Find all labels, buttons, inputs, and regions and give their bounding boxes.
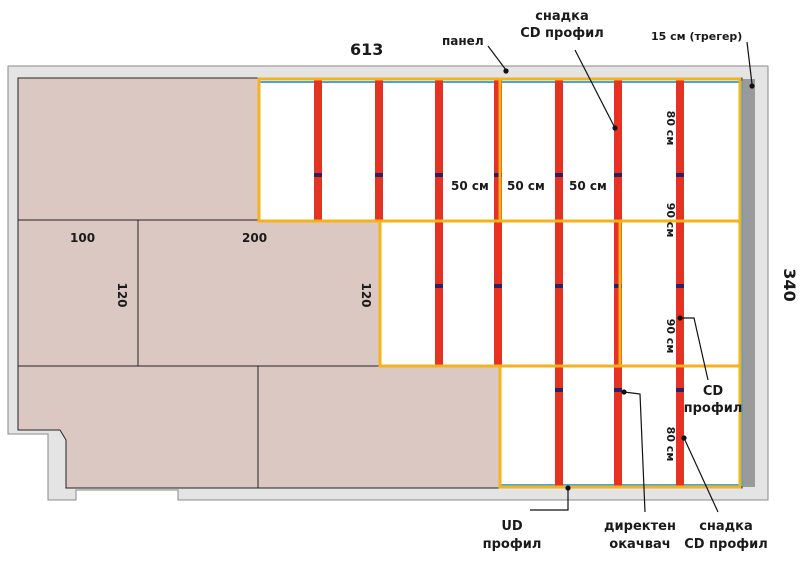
- callout-snap-cd-top-line2: CD профил: [520, 26, 604, 41]
- spacing-label-vertical: 90 см: [664, 203, 677, 238]
- callout-snap-cd-bottom-line1: снадка: [699, 519, 753, 534]
- cd-profile-bar: [614, 80, 622, 486]
- leader-cd-profile: [680, 317, 709, 381]
- hanger-mark: [555, 173, 563, 177]
- callout-cd-line2: профил: [684, 401, 743, 416]
- board-label-200: 200: [242, 231, 267, 245]
- cd-profile-bar: [555, 80, 563, 486]
- leader-snap-cd-top: [574, 49, 616, 129]
- cd-profiles: [314, 80, 684, 486]
- cd-profile-bar: [375, 80, 383, 221]
- callout-snap-cd-top-line1: снадка: [535, 9, 589, 24]
- callout-trager: 15 см (трегер): [651, 30, 742, 43]
- hanger-mark: [375, 173, 383, 177]
- spacing-label-vertical: 80 см: [664, 427, 677, 462]
- dot-snap-cd-bottom: [681, 435, 687, 441]
- dot-panel: [503, 68, 509, 74]
- cd-profile-bar: [676, 80, 684, 486]
- dot-hanger: [621, 389, 627, 395]
- callout-leaders: [487, 41, 753, 513]
- spacing-label-vertical: 90 см: [664, 319, 677, 354]
- hanger-mark: [676, 284, 684, 288]
- callout-ud-line2: профил: [483, 537, 542, 552]
- cd-profile-bar: [314, 80, 322, 221]
- spacing-label: 50 см: [507, 179, 545, 193]
- panel-outlines: [257, 77, 742, 489]
- hanger-mark: [614, 173, 622, 177]
- width-dimension: 613: [350, 40, 383, 59]
- height-dimension: 340: [780, 268, 799, 301]
- dot-cd-profile: [677, 315, 683, 321]
- hanger-mark: [555, 388, 563, 392]
- panel-outline: [498, 364, 742, 489]
- hanger-mark: [614, 388, 622, 392]
- cd-profile-bar: [435, 80, 443, 366]
- hanger-mark: [676, 388, 684, 392]
- leader-ud-profile: [530, 488, 569, 511]
- hanger-mark: [435, 173, 443, 177]
- callout-ud-line1: UD: [501, 519, 523, 534]
- hanger-mark: [435, 284, 443, 288]
- spacing-label: 50 см: [451, 179, 489, 193]
- callout-panel: панел: [442, 34, 484, 48]
- callout-hanger-line2: окачвач: [609, 537, 670, 552]
- callout-snap-cd-bottom-line2: CD профил: [684, 537, 768, 552]
- hanger-mark: [494, 173, 502, 177]
- hanger-mark: [676, 173, 684, 177]
- hanger-mark: [555, 284, 563, 288]
- callout-dots: [503, 68, 755, 491]
- board-label-120-right: 120: [359, 282, 373, 307]
- cd-profile-bar: [494, 80, 502, 366]
- callout-cd-line1: CD: [703, 384, 724, 399]
- trager-strip: [743, 79, 755, 487]
- leader-trager: [746, 41, 753, 85]
- dot-ud-profile: [565, 485, 571, 491]
- dot-snap-cd-top: [612, 125, 618, 131]
- dot-trager: [749, 83, 755, 89]
- leader-hanger: [623, 391, 646, 513]
- leader-panel: [487, 45, 507, 71]
- direct-hangers: [314, 173, 684, 392]
- spacing-label-vertical: 80 см: [664, 111, 677, 146]
- board-label-100: 100: [70, 231, 95, 245]
- spacing-label: 50 см: [569, 179, 607, 193]
- board-label-120-left: 120: [115, 282, 129, 307]
- leader-snap-cd-bottom: [683, 437, 719, 513]
- hanger-mark: [314, 173, 322, 177]
- hanger-mark: [494, 284, 502, 288]
- callout-hanger-line1: директен: [604, 519, 676, 534]
- hanger-mark: [614, 284, 622, 288]
